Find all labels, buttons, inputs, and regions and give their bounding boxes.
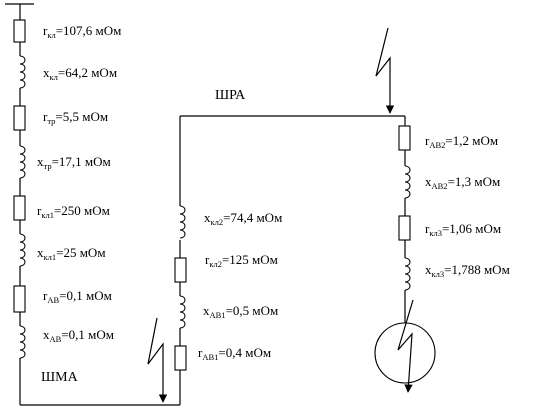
inductor-x-av1 xyxy=(179,295,186,329)
label-r-tr: rтр=5,5 мОм xyxy=(43,109,108,126)
shma-bus: ШМА xyxy=(20,317,180,406)
resistor-r-kl1 xyxy=(13,195,26,221)
left-labels: rкл=107,6 мОм xкл=64,2 мОм rтр=5,5 мОм x… xyxy=(37,23,121,344)
middle-branch xyxy=(174,116,187,405)
resistor-r-av2 xyxy=(398,125,411,151)
label-r-kl3: rкл3=1,06 мОм xyxy=(425,221,501,238)
resistor-r-kl xyxy=(13,19,26,43)
label-x-av2: xАВ2=1,3 мОм xyxy=(425,174,500,191)
resistor-r-av xyxy=(13,285,26,313)
shra-bus: ШРА xyxy=(180,27,405,117)
fault-arrow-shma xyxy=(147,317,168,403)
resistor-r-tr xyxy=(13,105,26,131)
inductor-x-kl3 xyxy=(404,257,411,291)
right-labels: rАВ2=1,2 мОм xАВ2=1,3 мОм rкл3=1,06 мОм … xyxy=(425,133,510,279)
inductor-x-tr xyxy=(19,145,26,179)
resistor-r-av1 xyxy=(174,345,187,371)
middle-labels: xкл2=74,4 мОм rкл2=125 мОм xАВ1=0,5 мОм … xyxy=(198,210,282,362)
left-branch xyxy=(5,3,34,405)
fault-arrow-shra xyxy=(375,27,395,114)
inductor-x-av2 xyxy=(404,165,411,199)
label-x-kl2: xкл2=74,4 мОм xyxy=(204,210,282,227)
label-r-av2: rАВ2=1,2 мОм xyxy=(425,133,498,150)
resistor-r-kl2 xyxy=(174,257,187,283)
inductor-x-kl2 xyxy=(179,205,186,239)
shma-label: ШМА xyxy=(41,370,79,385)
label-x-kl3: xкл3=1,788 мОм xyxy=(425,262,510,279)
label-r-kl2: rкл2=125 мОм xyxy=(205,252,278,269)
motor-load-circle xyxy=(374,322,436,384)
label-r-av1: rАВ1=0,4 мОм xyxy=(198,345,271,362)
label-r-kl1: rкл1=250 мОм xyxy=(37,203,110,220)
label-r-kl: rкл=107,6 мОм xyxy=(43,23,121,40)
label-r-av: rАВ=0,1 мОм xyxy=(43,288,112,305)
inductor-x-av xyxy=(19,325,26,359)
label-x-av1: xАВ1=0,5 мОм xyxy=(203,303,278,320)
fault-arrow-load xyxy=(397,299,414,393)
label-x-kl: xкл=64,2 мОм xyxy=(43,65,117,82)
label-x-av: xАВ=0,1 мОм xyxy=(43,327,114,344)
inductor-x-kl xyxy=(19,55,26,89)
label-x-kl1: xкл1=25 мОм xyxy=(37,245,106,262)
shra-label: ШРА xyxy=(215,88,246,103)
label-x-tr: xтр=17,1 мОм xyxy=(37,154,111,171)
resistor-r-kl3 xyxy=(398,215,411,241)
right-branch xyxy=(374,116,436,393)
inductor-x-kl1 xyxy=(19,233,26,267)
